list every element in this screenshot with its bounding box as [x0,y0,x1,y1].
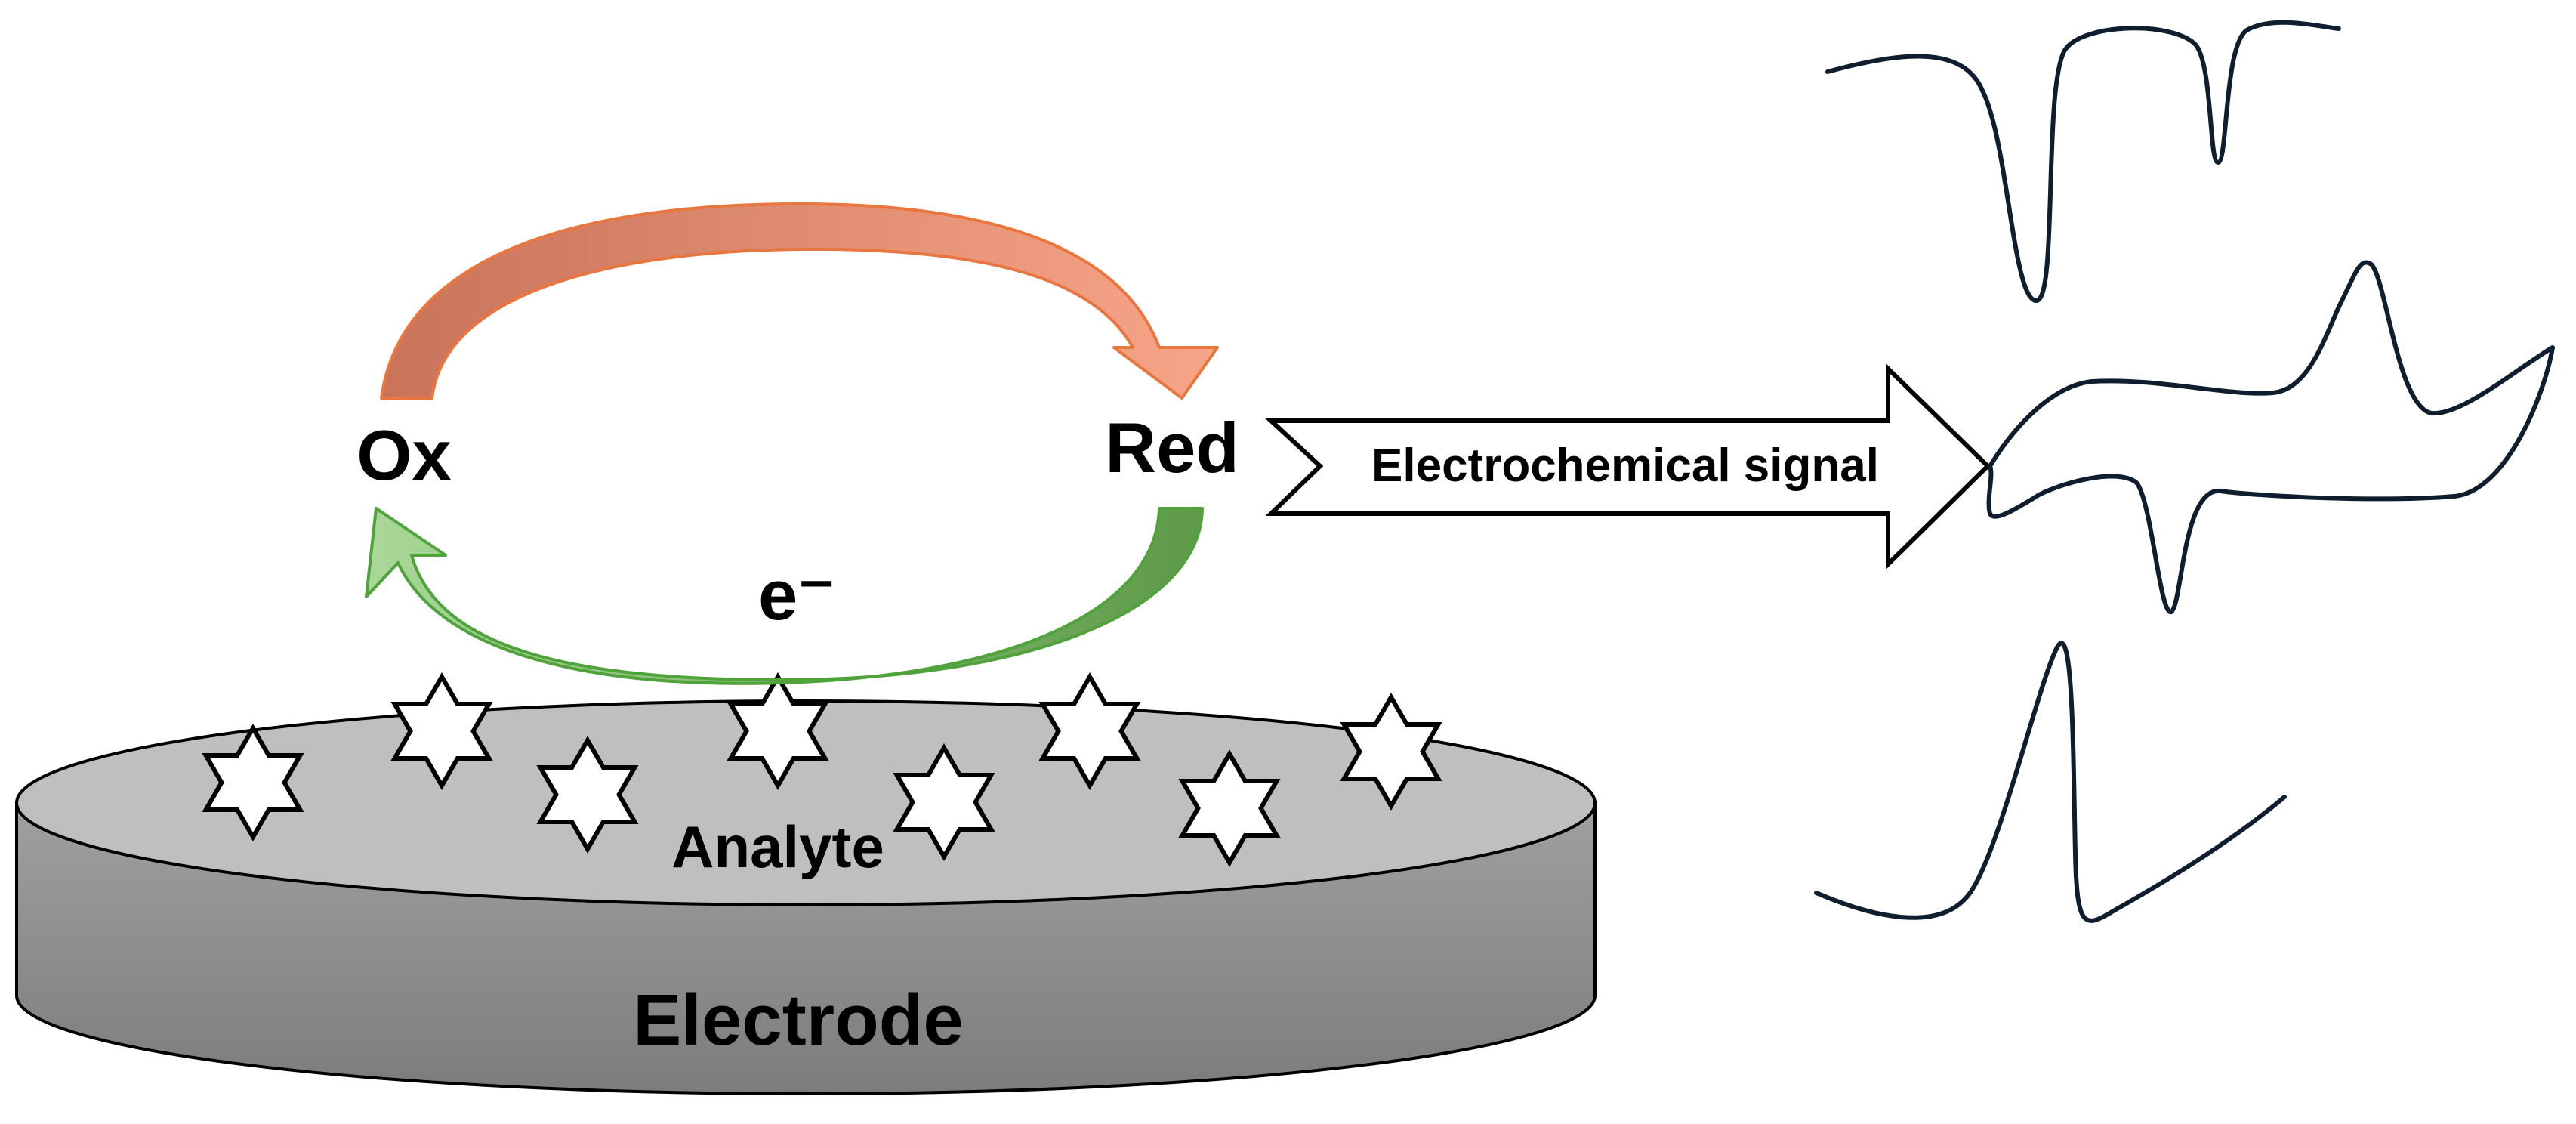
dpv-curve [1825,20,2341,304]
electron-label: e⁻ [758,555,835,635]
electron-transfer-arrow [365,507,1204,685]
signal-label: Electrochemical signal [1371,440,1879,492]
voltammetry-curves [1814,20,2555,923]
oxidation-reduction-arrow [380,202,1219,400]
peak-curve [1814,641,2287,923]
electrode-label: Electrode [633,980,963,1061]
signal-arrow [1265,363,1991,570]
analyte-label: Analyte [671,814,884,880]
cv-curve [1986,260,2555,614]
red-label: Red [1105,408,1239,487]
ox-label: Ox [356,415,451,495]
